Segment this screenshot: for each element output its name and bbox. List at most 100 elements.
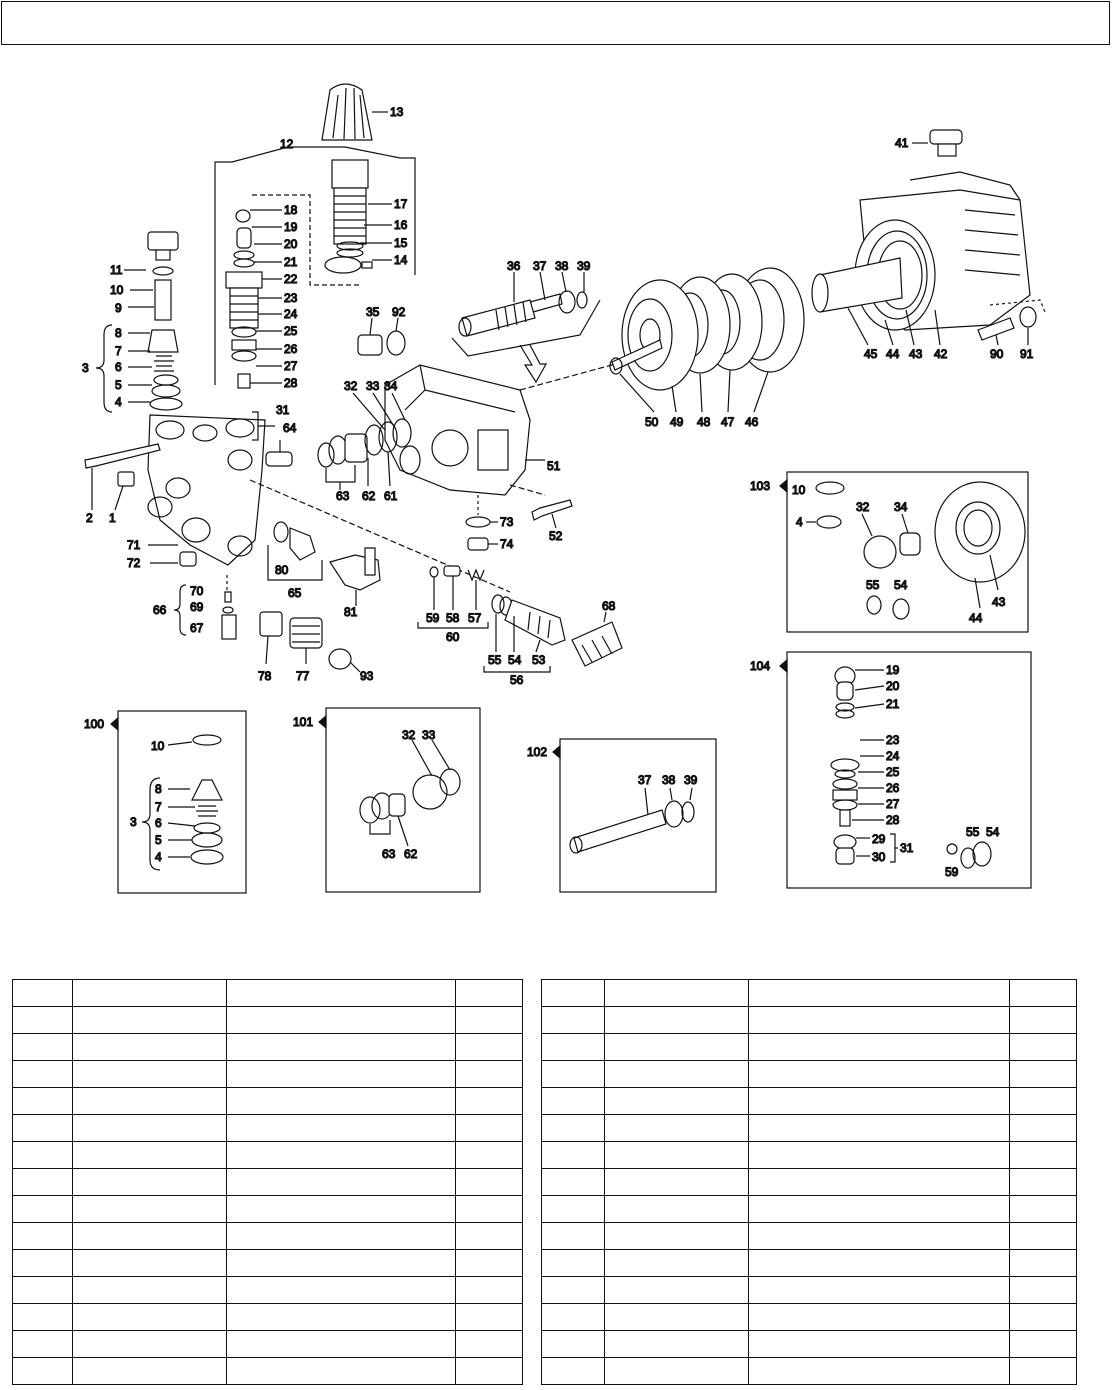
callout-60: 60	[446, 630, 460, 644]
parts-table-right	[541, 979, 1077, 1385]
kit103-callout-44: 44	[969, 611, 983, 625]
callout-27: 27	[284, 359, 298, 373]
callout-54: 54	[508, 653, 522, 667]
header-box	[1, 1, 1110, 45]
kit100-callout-7: 7	[155, 800, 162, 814]
callout-72: 72	[127, 556, 141, 570]
kit-102-box	[559, 738, 717, 893]
callout-24: 24	[284, 307, 298, 321]
callout-13: 13	[390, 105, 404, 119]
table-row	[12, 1141, 523, 1169]
callout-10: 10	[110, 283, 124, 297]
callout-69: 69	[190, 600, 204, 614]
table-row	[12, 1087, 523, 1115]
kit101-callout-32: 32	[402, 728, 416, 742]
table-row	[12, 1114, 523, 1142]
kit100-callout-6: 6	[155, 816, 162, 830]
callout-51: 51	[547, 459, 561, 473]
callout-12: 12	[280, 137, 294, 151]
kit104-callout-24: 24	[886, 749, 900, 763]
kit104-callout-27: 27	[886, 797, 900, 811]
callout-35: 35	[366, 305, 380, 319]
table-row	[12, 1276, 523, 1304]
callout-37: 37	[533, 259, 547, 273]
callout-31: 31	[276, 403, 290, 417]
callout-36: 36	[507, 259, 521, 273]
kit104-callout-23: 23	[886, 733, 900, 747]
table-row	[541, 979, 1077, 1007]
part-51-crankcase	[384, 364, 531, 496]
callout-58: 58	[446, 611, 460, 625]
callout-91: 91	[1020, 347, 1034, 361]
kit103-callout-43: 43	[992, 595, 1006, 609]
kit104-callout-25: 25	[886, 765, 900, 779]
callout-67: 67	[190, 621, 204, 635]
callout-77: 77	[296, 669, 310, 683]
callout-18: 18	[284, 203, 298, 217]
callout-19: 19	[284, 220, 298, 234]
kit101-callout-33: 33	[422, 728, 436, 742]
table-row	[541, 1357, 1077, 1385]
table-row	[12, 1303, 523, 1331]
callout-92: 92	[392, 305, 406, 319]
callout-25: 25	[284, 324, 298, 338]
kit-103-box	[786, 471, 1029, 633]
callout-59: 59	[426, 611, 440, 625]
table-row	[541, 1141, 1077, 1169]
callout-39: 39	[577, 259, 591, 273]
callout-68: 68	[602, 599, 616, 613]
callout-1: 1	[109, 511, 116, 525]
callout-71: 71	[127, 538, 141, 552]
callout-17: 17	[394, 197, 408, 211]
kit104-callout-31: 31	[900, 841, 914, 855]
callout-43: 43	[909, 347, 923, 361]
callout-21: 21	[284, 255, 298, 269]
callout-44: 44	[886, 347, 900, 361]
callout-61: 61	[384, 489, 398, 503]
callout-7: 7	[115, 344, 122, 358]
table-row	[12, 1222, 523, 1250]
kit-104-label: 104	[750, 659, 770, 673]
kit104-callout-54: 54	[986, 825, 1000, 839]
table-row	[541, 1222, 1077, 1250]
callout-34: 34	[384, 379, 398, 393]
callout-33: 33	[366, 379, 380, 393]
table-row	[541, 1249, 1077, 1277]
callout-78: 78	[258, 669, 272, 683]
callout-52: 52	[549, 529, 563, 543]
table-row	[541, 1114, 1077, 1142]
callout-3: 3	[82, 361, 89, 375]
part-13-hood	[321, 83, 373, 141]
callout-55: 55	[488, 653, 502, 667]
callout-70: 70	[190, 584, 204, 598]
table-row	[541, 1060, 1077, 1088]
callout-49: 49	[670, 415, 684, 429]
kit100-callout-5: 5	[155, 833, 162, 847]
part-36-crankshaft	[458, 290, 588, 337]
callout-28: 28	[284, 376, 298, 390]
callout-16: 16	[394, 218, 408, 232]
kit100-callout-4: 4	[155, 850, 162, 864]
table-row	[12, 1168, 523, 1196]
exploded-parts-diagram: 13 12 17 16 15 14 18 19 20 21 22 23 24 2…	[81, 83, 1046, 894]
kit100-callout-10: 10	[151, 739, 165, 753]
callout-90: 90	[990, 347, 1004, 361]
table-row	[541, 1303, 1077, 1331]
callout-47: 47	[721, 415, 735, 429]
part-42-motor-flange	[854, 171, 1031, 331]
kit100-callout-8: 8	[155, 782, 162, 796]
callout-5: 5	[115, 378, 122, 392]
part-17-unloader-body	[331, 159, 369, 245]
table-row	[541, 1276, 1077, 1304]
callout-8: 8	[115, 326, 122, 340]
callout-14: 14	[394, 253, 408, 267]
kit101-callout-63: 63	[382, 847, 396, 861]
callout-22: 22	[284, 272, 298, 286]
kit104-callout-19: 19	[886, 663, 900, 677]
kit104-callout-30: 30	[872, 850, 886, 864]
callout-38: 38	[555, 259, 569, 273]
kit104-callout-20: 20	[886, 679, 900, 693]
parts-table-left	[12, 979, 523, 1385]
kit104-callout-28: 28	[886, 813, 900, 827]
callout-56: 56	[510, 673, 524, 687]
